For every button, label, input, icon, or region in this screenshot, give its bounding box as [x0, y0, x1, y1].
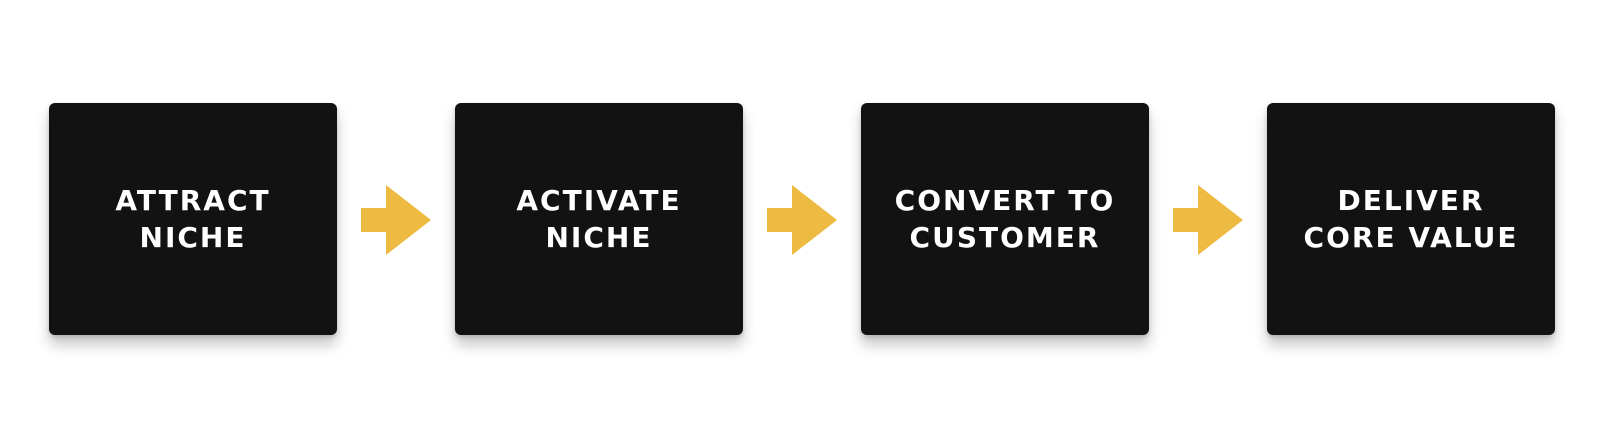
right-arrow-icon	[767, 185, 837, 255]
right-arrow-icon	[1173, 185, 1243, 255]
step-label: ATTRACT NICHE	[115, 184, 271, 254]
step-label: DELIVER CORE VALUE	[1303, 184, 1519, 254]
right-arrow-icon	[361, 185, 431, 255]
step-box-activate-niche: ACTIVATE NICHE	[455, 103, 743, 335]
step-label: ACTIVATE NICHE	[516, 184, 682, 254]
step-box-attract-niche: ATTRACT NICHE	[49, 103, 337, 335]
step-box-convert-to-customer: CONVERT TO CUSTOMER	[861, 103, 1149, 335]
step-box-deliver-core-value: DELIVER CORE VALUE	[1267, 103, 1555, 335]
step-label: CONVERT TO CUSTOMER	[894, 184, 1116, 254]
